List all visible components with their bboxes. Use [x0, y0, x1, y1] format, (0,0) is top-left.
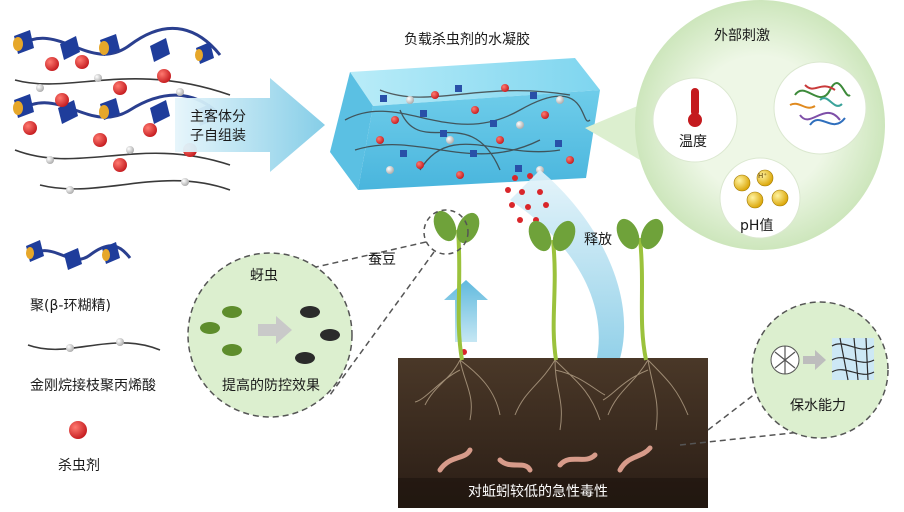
legend-ad-chain [27, 342, 161, 351]
legend-pesticide-icon [69, 421, 87, 439]
aphid-label: 蚜虫 [250, 268, 278, 284]
water-retention-label: 保水能力 [790, 398, 846, 414]
assembly-label: 主客体分 子自组装 [190, 109, 246, 144]
proton-icon [733, 169, 789, 209]
soil-block [398, 358, 708, 508]
effect-arrow-icon [258, 316, 292, 344]
uptake-arrow [444, 280, 488, 342]
legend-cd-icon [26, 240, 120, 270]
hydrogel-label: 负载杀虫剂的水凝胶 [404, 32, 530, 48]
stimuli-label: 外部刺激 [714, 28, 770, 44]
polymer-network-icon [770, 337, 875, 381]
legend [26, 240, 161, 439]
legend-cd-chain [29, 244, 132, 261]
ph-label: pH值 [740, 218, 774, 234]
aphid-zoom-panel [187, 209, 469, 418]
legend-ad-label: 金刚烷接枝聚丙烯酸 [30, 378, 156, 394]
release-label: 释放 [584, 232, 612, 248]
ph-ion-label: H⁺ [758, 172, 767, 180]
aphid-icon [200, 306, 340, 364]
hydrogel-block [330, 58, 600, 190]
control-effect-label: 提高的防控效果 [222, 378, 320, 394]
protein-structure-icon [789, 82, 851, 126]
external-stimuli-panel [585, 0, 885, 250]
temperature-label: 温度 [679, 134, 707, 150]
assembly-arrow [175, 78, 325, 172]
broad-bean-label: 蚕豆 [368, 252, 396, 268]
thermometer-icon [688, 88, 702, 127]
release-arrow [510, 170, 636, 410]
legend-cd-label: 聚(β-环糊精) [30, 298, 111, 314]
broad-bean-plants [433, 210, 664, 361]
water-retention-panel [679, 301, 889, 446]
polymer-assembly-illustration [13, 26, 231, 194]
earthworm-label: 对蚯蚓较低的急性毒性 [468, 484, 608, 500]
legend-pesticide-label: 杀虫剂 [58, 458, 100, 474]
